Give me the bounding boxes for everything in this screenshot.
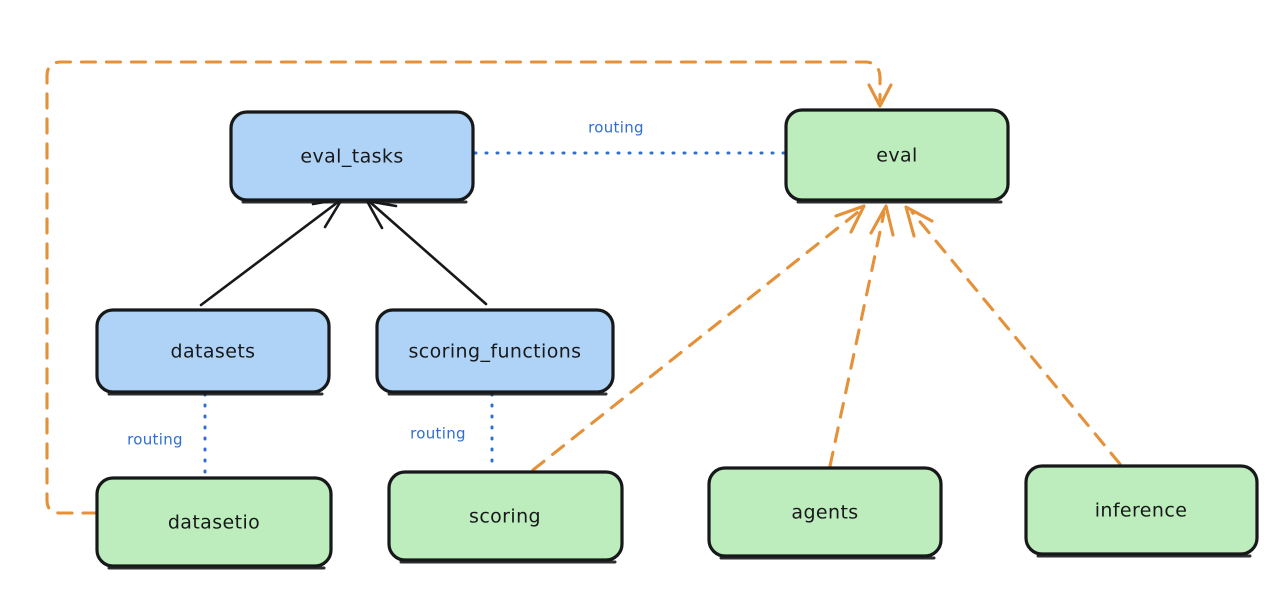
node-scoring-functions-label: scoring_functions: [409, 341, 582, 363]
node-datasets-label: datasets: [171, 341, 256, 363]
node-inference[interactable]: inference: [1024, 464, 1259, 558]
edge-scoring-eval: [531, 204, 866, 472]
node-datasets[interactable]: datasets: [95, 308, 331, 396]
node-agents-label: agents: [791, 502, 858, 524]
node-inference-label: inference: [1095, 500, 1188, 522]
node-scoring-label: scoring: [469, 506, 541, 528]
node-scoring-functions[interactable]: scoring_functions: [375, 308, 615, 396]
node-eval-label: eval: [876, 145, 917, 167]
edge-label-routing-datasetio: routing: [127, 431, 183, 449]
edge-label-routing-scoring: routing: [410, 425, 466, 443]
arrowhead-scoring-eval: [834, 204, 866, 234]
edge-label-routing-eval: routing: [588, 119, 644, 137]
arrowhead-datasetio-eval: [867, 83, 893, 108]
edge-datasetio-eval: [45, 60, 893, 515]
arrowhead-scoringfunctions-evaltasks: [365, 199, 398, 230]
node-eval[interactable]: eval: [784, 108, 1010, 204]
node-scoring[interactable]: scoring: [387, 470, 624, 564]
node-datasetio[interactable]: datasetio: [95, 476, 333, 570]
edge-scoringfunctions-evaltasks: [365, 199, 488, 306]
arrowhead-inference-eval: [904, 205, 934, 238]
edge-datasets-evaltasks: [199, 197, 344, 307]
node-agents[interactable]: agents: [707, 466, 943, 560]
arrowhead-agents-eval: [869, 204, 895, 237]
edge-agents-eval: [828, 204, 895, 468]
edge-inference-eval: [904, 205, 1122, 466]
node-eval-tasks-label: eval_tasks: [300, 146, 403, 168]
node-datasetio-label: datasetio: [168, 512, 260, 534]
node-eval-tasks[interactable]: eval_tasks: [229, 110, 475, 204]
